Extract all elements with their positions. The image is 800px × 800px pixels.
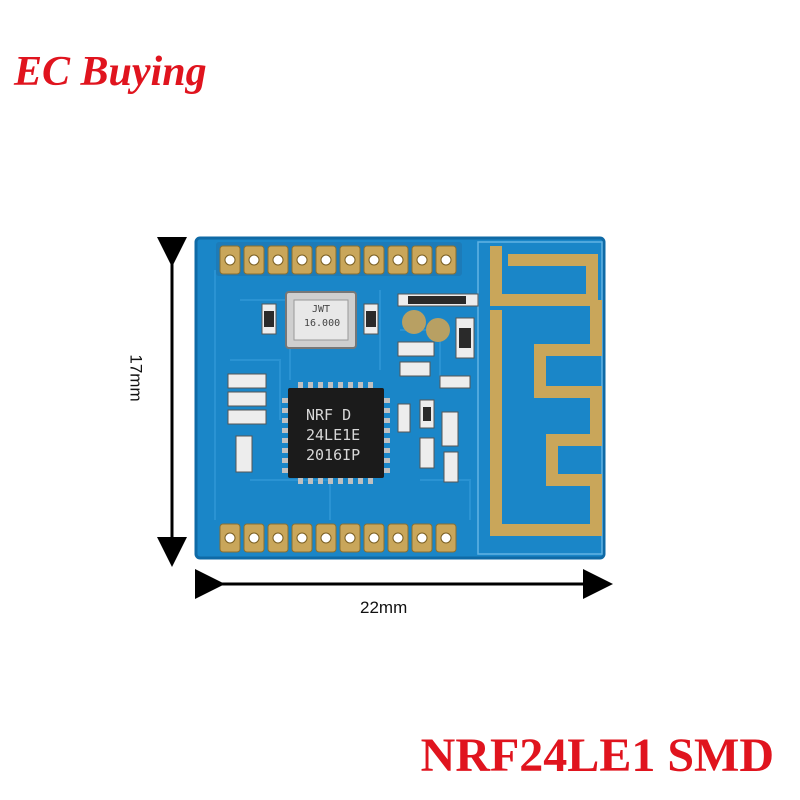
chip-pin (298, 478, 303, 484)
height-label: 17mm (126, 354, 146, 402)
chip-pin (282, 438, 288, 443)
chip-pin (308, 478, 313, 484)
pin-hole (296, 532, 308, 544)
width-label: 22mm (360, 598, 408, 617)
pin-hole (224, 532, 236, 544)
pin-hole (320, 254, 332, 266)
chip-pin (358, 382, 363, 388)
chip-pin (308, 382, 313, 388)
pin-hole (416, 254, 428, 266)
crystal-marking-line2: 16.000 (304, 318, 341, 329)
pin-hole (368, 254, 380, 266)
chip-pin (368, 382, 373, 388)
chip-pin (328, 478, 333, 484)
chip-pin (338, 382, 343, 388)
chip-pin (384, 408, 390, 413)
chip-pin (384, 398, 390, 403)
chip-pin (384, 428, 390, 433)
chip-pin (384, 468, 390, 473)
crystal-marking-line1: JWT (312, 304, 331, 315)
chip-pin (298, 382, 303, 388)
chip-pin (384, 418, 390, 423)
chip-marking-line2: 24LE1E (306, 426, 361, 444)
chip-pin (282, 448, 288, 453)
pin-hole (392, 532, 404, 544)
pin-hole (320, 532, 332, 544)
pin-hole (224, 254, 236, 266)
chip-pin (318, 478, 323, 484)
chip-pin (282, 398, 288, 403)
chip-pin (282, 468, 288, 473)
chip-pin (282, 428, 288, 433)
chip-pin (328, 382, 333, 388)
product-title: NRF24LE1 SMD (420, 729, 774, 782)
pin-hole (440, 532, 452, 544)
pin-hole (344, 532, 356, 544)
crystal-oscillator (285, 291, 357, 349)
chip-pin (348, 478, 353, 484)
pin-hole (392, 254, 404, 266)
pcb-antenna (490, 246, 602, 536)
chip-pin (384, 438, 390, 443)
chip-pin (384, 458, 390, 463)
pin-hole (368, 532, 380, 544)
pin-hole (272, 254, 284, 266)
chip-pin (282, 458, 288, 463)
pin-hole (344, 254, 356, 266)
chip-pin (348, 382, 353, 388)
nrf-chip (282, 382, 390, 484)
pin-hole (272, 532, 284, 544)
chip-marking-line1: NRF D (306, 406, 352, 424)
chip-marking-line3: 2016IP (306, 446, 361, 464)
chip-pin (384, 448, 390, 453)
pin-hole (248, 254, 260, 266)
chip-pin (318, 382, 323, 388)
pin-hole (440, 254, 452, 266)
pin-hole (296, 254, 308, 266)
smd-components (227, 293, 479, 483)
brand-logo: EC Buying (14, 49, 207, 95)
chip-pin (282, 418, 288, 423)
chip-pin (338, 478, 343, 484)
pin-hole (248, 532, 260, 544)
chip-pin (368, 478, 373, 484)
chip-pin (282, 408, 288, 413)
pin-hole (416, 532, 428, 544)
chip-pin (358, 478, 363, 484)
